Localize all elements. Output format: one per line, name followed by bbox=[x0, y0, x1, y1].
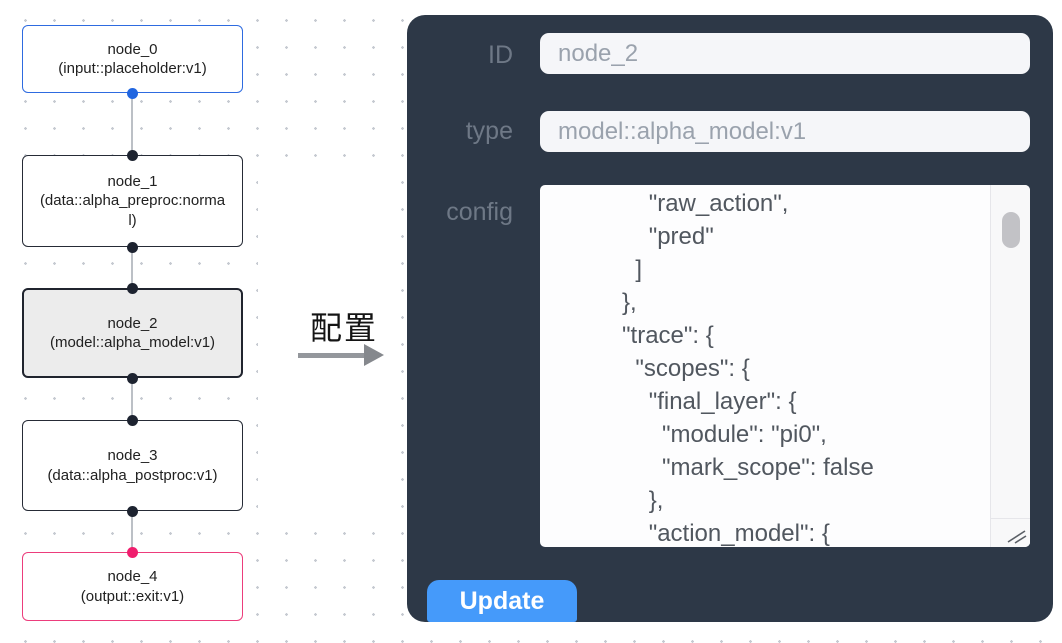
edge-node1-node2 bbox=[131, 247, 133, 288]
node-title: node_1 bbox=[107, 172, 158, 190]
node-input[interactable]: node_0 (input::placeholder:v1) bbox=[22, 25, 243, 93]
node-type: (data::alpha_preproc:normal) bbox=[39, 192, 226, 229]
node-type: (data::alpha_postproc:v1) bbox=[47, 466, 218, 484]
node-title: node_4 bbox=[107, 568, 158, 585]
right-arrow-icon bbox=[298, 344, 386, 366]
port-node0-out-icon[interactable] bbox=[127, 87, 138, 99]
node-type: (model::alpha_model:v1) bbox=[49, 334, 216, 351]
config-scrollbar-track[interactable] bbox=[990, 185, 1030, 547]
config-json-text[interactable]: "raw_action", "pred" ] }, "trace": { "sc… bbox=[622, 190, 874, 547]
config-scrollbar-thumb[interactable] bbox=[1002, 212, 1020, 248]
node-config-panel: ID type config "raw_action", "pred" ] },… bbox=[407, 15, 1053, 622]
port-node3-out-icon[interactable] bbox=[127, 505, 138, 517]
edge-node2-node3 bbox=[131, 378, 133, 420]
node-title: node_2 bbox=[107, 314, 158, 332]
port-node2-in-icon[interactable] bbox=[127, 282, 138, 294]
node-model-selected[interactable]: node_2 (model::alpha_model:v1) bbox=[22, 288, 243, 378]
port-node4-in-icon[interactable] bbox=[127, 546, 138, 558]
config-field-label: config bbox=[446, 198, 513, 226]
node-title: node_0 bbox=[107, 40, 158, 58]
type-field-label: type bbox=[465, 117, 513, 145]
port-node2-out-icon[interactable] bbox=[127, 372, 138, 384]
config-annotation: 配置 bbox=[296, 303, 392, 366]
id-field-label: ID bbox=[488, 41, 513, 69]
node-type: (output::exit:v1) bbox=[80, 587, 185, 605]
port-node1-in-icon[interactable] bbox=[127, 149, 138, 161]
edge-node0-node1 bbox=[131, 93, 133, 155]
node-type: (input::placeholder:v1) bbox=[58, 60, 207, 77]
port-node3-in-icon[interactable] bbox=[127, 414, 138, 426]
annotation-label: 配置 bbox=[309, 310, 378, 346]
resize-grip[interactable] bbox=[990, 518, 1030, 547]
type-input[interactable] bbox=[540, 111, 1030, 152]
node-output[interactable]: node_4 (output::exit:v1) bbox=[22, 552, 243, 621]
id-input[interactable] bbox=[540, 33, 1030, 74]
config-editor[interactable]: "raw_action", "pred" ] }, "trace": { "sc… bbox=[540, 185, 1030, 547]
edge-node3-node4 bbox=[131, 511, 133, 552]
update-button[interactable]: Update bbox=[427, 580, 577, 622]
node-postproc[interactable]: node_3 (data::alpha_postproc:v1) bbox=[22, 420, 243, 511]
resize-grip-icon bbox=[1007, 530, 1027, 544]
node-preproc[interactable]: node_1 (data::alpha_preproc:normal) bbox=[22, 155, 243, 247]
port-node1-out-icon[interactable] bbox=[127, 241, 138, 253]
node-title: node_3 bbox=[107, 447, 158, 464]
